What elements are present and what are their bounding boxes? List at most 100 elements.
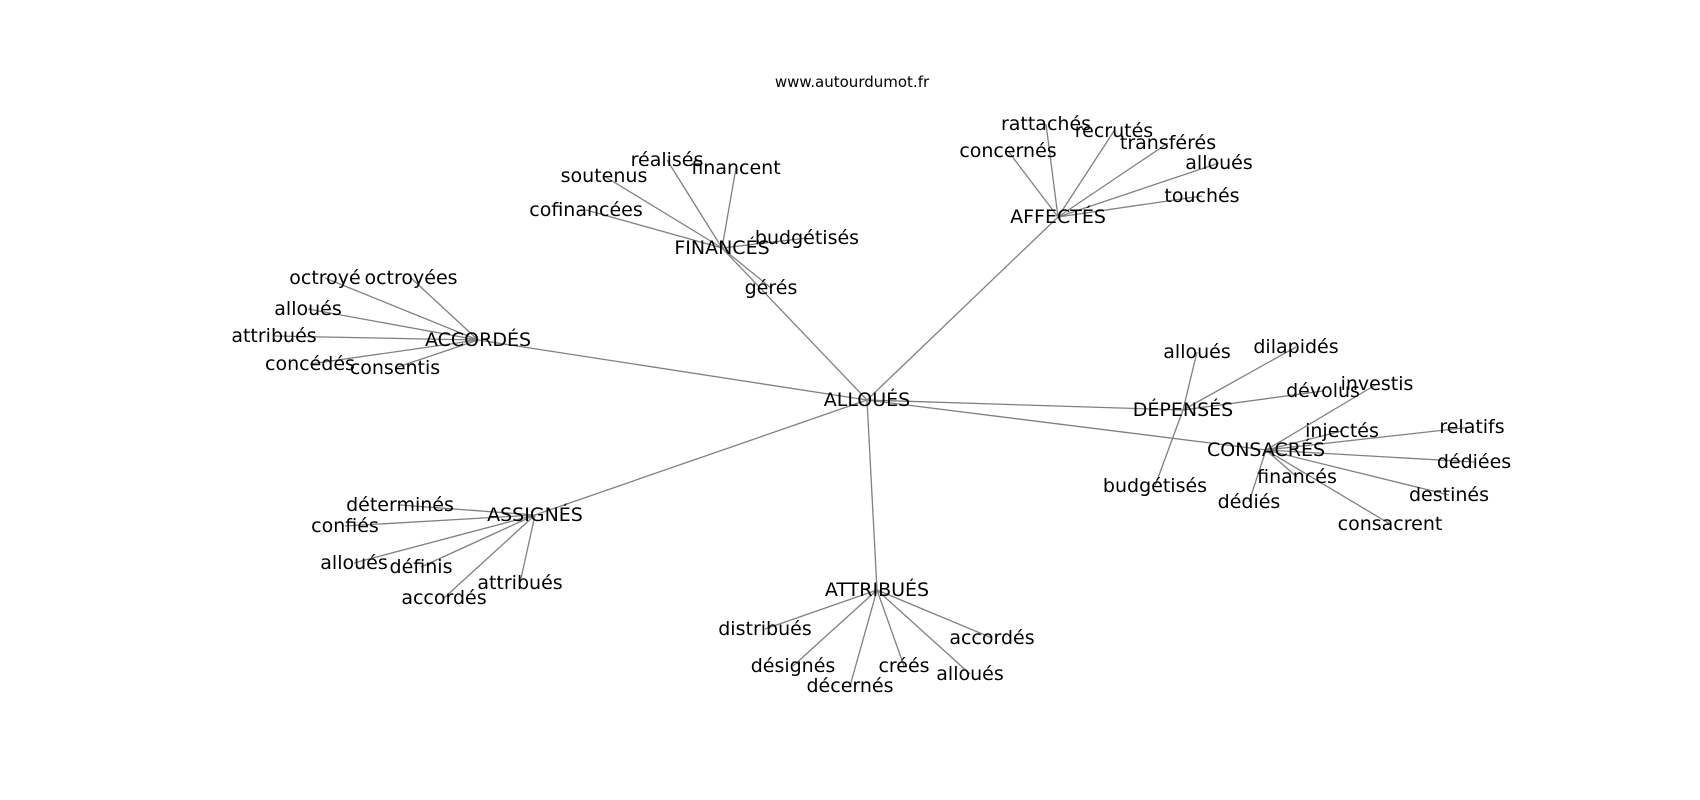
leaf-node-label: désignés <box>751 655 836 677</box>
edge-hub-to-leaf <box>1248 449 1267 503</box>
edge-hub-to-leaf <box>849 589 878 687</box>
edge-hub-to-leaf <box>1182 346 1297 411</box>
hub-node-label: AFFECTÉS <box>1010 205 1106 228</box>
edge-hub-to-leaf <box>1057 162 1220 218</box>
edge-hub-to-leaf <box>1265 449 1475 463</box>
hub-node-label: FINANCÉS <box>674 236 769 259</box>
leaf-node-label: relatifs <box>1439 416 1504 438</box>
leaf-node-label: destinés <box>1409 484 1489 506</box>
edge-hub-to-leaf <box>1057 142 1169 218</box>
edge-hub-to-leaf <box>410 277 479 341</box>
leaf-node-label: confiés <box>311 515 379 537</box>
edge-hub-to-leaf <box>519 514 536 584</box>
edge-hub-to-leaf <box>1007 150 1059 218</box>
leaf-node-label: réalisés <box>631 149 704 171</box>
leaf-node-label: alloués <box>274 298 341 320</box>
leaf-node-label: définis <box>390 556 453 578</box>
leaf-node-label: concernés <box>959 140 1056 162</box>
edge-hub-to-leaf <box>585 209 723 249</box>
center-node-label: ALLOUÉS <box>824 388 910 411</box>
leaf-node-label: financent <box>691 157 780 179</box>
edge-hub-to-leaf <box>721 167 737 249</box>
hub-node-label: CONSACRÉS <box>1207 438 1325 461</box>
hub-node-label: ATTRIBUÉS <box>825 578 929 601</box>
edge-center-to-hub <box>866 399 1267 451</box>
edge-hub-to-leaf <box>721 247 772 289</box>
leaf-node-label: touchés <box>1164 185 1239 207</box>
edge-hub-to-leaf <box>394 339 479 369</box>
edge-hub-to-leaf <box>1265 430 1343 451</box>
edge-center-to-hub <box>866 216 1059 401</box>
edge-hub-to-leaf <box>1154 409 1184 487</box>
leaf-node-label: recrutés <box>1075 120 1153 142</box>
edge-hub-to-leaf <box>309 339 479 365</box>
leaf-node-label: alloués <box>1185 152 1252 174</box>
leaf-node-label: gérés <box>745 277 798 299</box>
edge-hub-to-leaf <box>1265 449 1298 478</box>
edge-hub-to-leaf <box>324 277 479 341</box>
leaf-node-label: dédiés <box>1218 491 1281 513</box>
leaf-node-label: concédés <box>265 353 355 375</box>
leaf-node-label: transférés <box>1120 132 1216 154</box>
leaf-node-label: déterminés <box>346 494 454 516</box>
edge-hub-to-leaf <box>876 589 905 667</box>
hub-node-label: DÉPENSÉS <box>1133 398 1233 421</box>
leaf-node-label: accordés <box>401 587 486 609</box>
leaf-node-label: rattachés <box>1001 113 1091 135</box>
leaf-node-label: alloués <box>1163 341 1230 363</box>
edge-hub-to-leaf <box>1057 195 1203 218</box>
edge-hub-to-leaf <box>307 308 479 341</box>
edge-hub-to-leaf <box>353 514 536 564</box>
leaf-node-label: distribués <box>718 618 811 640</box>
edge-hub-to-leaf <box>876 589 971 675</box>
edge-center-to-hub <box>477 339 868 401</box>
edge-hub-to-leaf <box>1045 123 1059 218</box>
leaf-node-label: dilapidés <box>1253 336 1338 358</box>
leaf-node-label: accordés <box>949 627 1034 649</box>
edge-hub-to-leaf <box>792 589 878 667</box>
edge-hub-to-leaf <box>721 237 808 249</box>
edge-hub-to-leaf <box>1182 390 1324 411</box>
leaf-node-label: octroyées <box>364 267 457 289</box>
edge-hub-to-leaf <box>1265 449 1450 496</box>
leaf-node-label: dédiées <box>1437 451 1511 473</box>
leaf-node-label: alloués <box>936 663 1003 685</box>
edge-center-to-hub <box>721 247 868 401</box>
hub-node-label: ASSIGNÉS <box>487 503 583 526</box>
edge-hub-to-leaf <box>443 514 536 599</box>
leaf-node-label: octroyé <box>289 267 360 289</box>
leaf-node-label: dévolus <box>1286 380 1360 402</box>
labels: www.autourdumot.fr ALLOUÉS FINANCÉS réalis… <box>231 73 1511 697</box>
leaf-node-label: consentis <box>350 357 440 379</box>
leaf-node-label: injectés <box>1305 420 1379 442</box>
edge-hub-to-leaf <box>876 589 993 639</box>
leaf-node-label: budgétisés <box>1103 475 1207 497</box>
source-label: www.autourdumot.fr <box>775 73 930 91</box>
edge-hub-to-leaf <box>666 159 723 249</box>
edge-center-to-hub <box>866 399 1184 411</box>
edge-hub-to-leaf <box>1265 426 1473 451</box>
edge-hub-to-leaf <box>764 589 878 630</box>
leaf-node-label: décernés <box>807 675 894 697</box>
edge-hub-to-leaf <box>344 514 536 527</box>
hub-node-label: ACCORDÉS <box>425 328 531 351</box>
edge-hub-to-leaf <box>603 175 723 249</box>
leaf-node-label: cofinancées <box>529 199 643 221</box>
leaf-node-label: financés <box>1257 466 1337 488</box>
edge-hub-to-leaf <box>273 335 479 341</box>
leaf-node-label: attribués <box>231 325 316 347</box>
edge-hub-to-leaf <box>1057 130 1115 218</box>
edge-hub-to-leaf <box>1265 383 1378 451</box>
leaf-node-label: budgétisés <box>755 227 859 249</box>
leaf-node-label: soutenus <box>561 165 648 187</box>
edges <box>273 123 1475 687</box>
leaf-node-label: investis <box>1341 373 1414 395</box>
leaf-node-label: créés <box>878 655 929 677</box>
edge-hub-to-leaf <box>399 504 536 516</box>
edge-center-to-hub <box>866 399 878 591</box>
leaf-node-label: attribués <box>477 572 562 594</box>
edge-center-to-hub <box>534 399 868 516</box>
edge-hub-to-leaf <box>1265 449 1391 525</box>
edge-hub-to-leaf <box>1182 351 1198 411</box>
